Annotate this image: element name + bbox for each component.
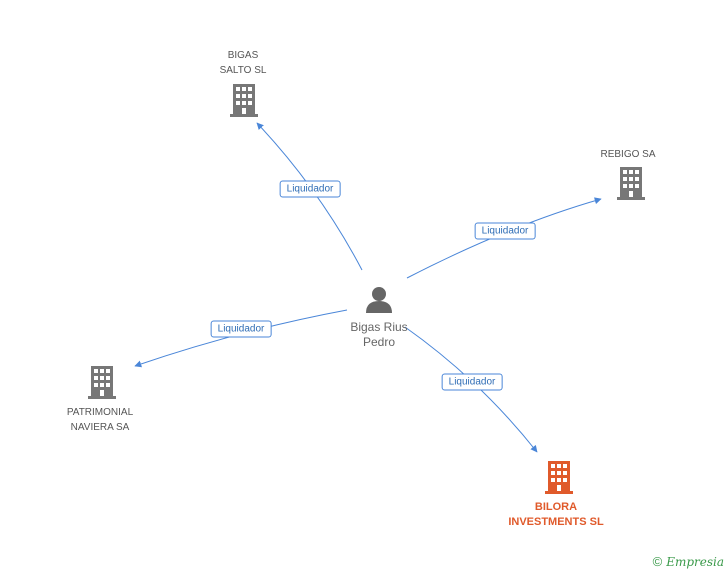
node-label-bilora[interactable]: BILORA INVESTMENTS SL — [508, 501, 604, 528]
building-icon — [230, 84, 258, 117]
edge-label: Liquidador — [474, 222, 536, 240]
node-label-patrimonial[interactable]: PATRIMONIAL NAVIERA SA — [66, 407, 134, 433]
node-label-center[interactable]: Bigas Rius Pedro — [350, 320, 408, 349]
person-icon — [366, 287, 392, 313]
building-icon — [617, 167, 645, 200]
edge-label: Liquidador — [210, 320, 272, 338]
copyright-icon: © — [652, 554, 663, 569]
edge-to-patrimonial — [134, 309, 348, 368]
node-label-rebigo[interactable]: REBIGO SA — [600, 149, 656, 160]
node-label-bigas-salto[interactable]: BIGAS SALTO SL — [219, 50, 267, 76]
brand-name: Empresia — [666, 554, 724, 569]
building-icon — [88, 366, 116, 399]
brand-logo: © Empresia — [653, 554, 724, 569]
building-icon — [545, 461, 573, 494]
edge-label: Liquidador — [279, 180, 341, 198]
edge-label: Liquidador — [441, 373, 503, 391]
